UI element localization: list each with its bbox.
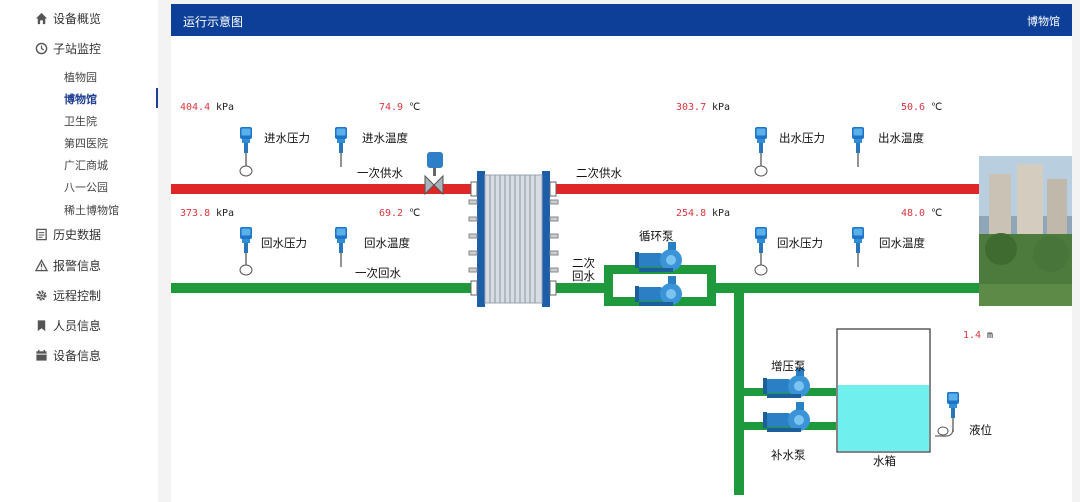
unit-label: kPa xyxy=(216,208,234,219)
page-title: 运行示意图 xyxy=(183,15,244,29)
plate-heat-exchanger xyxy=(468,171,559,307)
return-temperature-value: 69.2 xyxy=(379,208,403,219)
clock-icon xyxy=(34,41,48,55)
level-label: 液位 xyxy=(969,423,992,437)
substation-item[interactable]: 第四医院 xyxy=(64,137,108,150)
nav-label: 设备信息 xyxy=(53,348,102,363)
primary-supply-pipe xyxy=(171,184,471,194)
nav-item-history[interactable]: 历史数据 xyxy=(34,224,101,244)
calendar-icon xyxy=(34,348,48,362)
gear-icon xyxy=(34,288,48,302)
return-temperature-sensor-icon xyxy=(335,227,347,267)
secondary-supply-pipe xyxy=(554,184,979,194)
return-pressure-label: 回水压力 xyxy=(261,236,307,250)
outlet-pressure-value: 303.7 xyxy=(676,102,706,113)
primary-supply-label: 一次供水 xyxy=(357,166,403,180)
secondary-return-pressure-label: 回水压力 xyxy=(777,236,823,250)
unit-label: ℃ xyxy=(931,102,942,113)
home-icon xyxy=(34,11,48,25)
unit-label: ℃ xyxy=(409,102,420,113)
nav-item-remote-control[interactable]: 远程控制 xyxy=(34,285,101,305)
return-temperature-label: 回水温度 xyxy=(364,236,410,250)
secondary-return-pipe-right xyxy=(716,283,979,293)
secondary-return-temperature-sensor-icon xyxy=(852,227,864,267)
nav-label: 设备概览 xyxy=(53,11,102,26)
secondary-return-label-line1: 二次 xyxy=(572,256,595,270)
outlet-temperature-label: 出水温度 xyxy=(878,131,924,145)
unit-label: m xyxy=(987,330,993,341)
building-photo xyxy=(979,156,1072,306)
secondary-return-label-line2: 回水 xyxy=(572,269,595,283)
nav-item-overview[interactable]: 设备概览 xyxy=(34,8,101,28)
header-bar: 运行示意图 博物馆 xyxy=(171,4,1072,36)
substation-item[interactable]: 卫生院 xyxy=(64,115,97,128)
unit-label: ℃ xyxy=(409,208,420,219)
warning-icon xyxy=(34,258,48,272)
pump-loop-bottom xyxy=(604,297,716,306)
outlet-temperature-value: 50.6 xyxy=(901,102,925,113)
makeup-pump-label: 补水泵 xyxy=(771,448,806,462)
supply-temperature-value: 74.9 xyxy=(379,102,403,113)
nav-item-alarm[interactable]: 报警信息 xyxy=(34,255,101,275)
substation-item[interactable]: 稀土博物馆 xyxy=(64,204,119,217)
unit-label: ℃ xyxy=(931,208,942,219)
gauge-icon xyxy=(239,264,253,276)
active-indicator xyxy=(156,88,158,108)
supply-pressure-sensor-icon xyxy=(240,127,252,167)
secondary-return-pressure-sensor-icon xyxy=(755,227,767,267)
nav-item-personnel[interactable]: 人员信息 xyxy=(34,315,101,335)
primary-return-pipe xyxy=(171,283,471,293)
unit-label: kPa xyxy=(712,102,730,113)
outlet-temperature-sensor-icon xyxy=(852,127,864,167)
gauge-icon xyxy=(239,165,253,177)
current-site: 博物馆 xyxy=(1027,15,1060,28)
pump-loop-left xyxy=(604,265,613,306)
control-valve-icon xyxy=(424,152,444,196)
supply-pressure-label: 进水压力 xyxy=(264,131,310,145)
gauge-icon xyxy=(754,264,768,276)
level-value: 1.4 xyxy=(963,330,981,341)
nav-item-equipment[interactable]: 设备信息 xyxy=(34,345,101,365)
secondary-return-temperature-label: 回水温度 xyxy=(879,236,925,250)
secondary-supply-label: 二次供水 xyxy=(576,166,622,180)
booster-pump-label: 增压泵 xyxy=(771,359,806,373)
unit-label: kPa xyxy=(712,208,730,219)
nav-label: 报警信息 xyxy=(53,258,102,273)
supply-temperature-sensor-icon xyxy=(335,127,347,167)
secondary-return-pressure-value: 254.8 xyxy=(676,208,706,219)
substation-item-active[interactable]: 博物馆 xyxy=(64,93,97,106)
unit-label: kPa xyxy=(216,102,234,113)
outlet-pressure-label: 出水压力 xyxy=(779,131,825,145)
substation-item[interactable]: 八一公园 xyxy=(64,181,108,194)
bookmark-icon xyxy=(34,318,48,332)
level-sensor-icon xyxy=(947,392,959,432)
return-pressure-sensor-icon xyxy=(240,227,252,267)
main-panel: 运行示意图 博物馆 xyxy=(171,4,1072,502)
substation-item[interactable]: 广汇商城 xyxy=(64,159,108,172)
nav-label: 人员信息 xyxy=(53,318,102,333)
primary-return-label: 一次回水 xyxy=(355,266,401,280)
process-diagram: 404.4 kPa 74.9 ℃ 303.7 kPa 50.6 ℃ 373.8 … xyxy=(171,102,1072,495)
secondary-return-temperature-value: 48.0 xyxy=(901,208,925,219)
nav-label: 远程控制 xyxy=(53,288,102,303)
tank-label: 水箱 xyxy=(873,454,896,468)
pump-loop-right xyxy=(707,265,716,306)
water-tank xyxy=(836,328,931,453)
secondary-return-pipe xyxy=(554,283,604,293)
nav-label: 子站监控 xyxy=(53,41,102,56)
gauge-icon xyxy=(754,165,768,177)
substation-item[interactable]: 植物园 xyxy=(64,71,97,84)
return-pressure-value: 373.8 xyxy=(180,208,210,219)
supply-temperature-label: 进水温度 xyxy=(362,131,408,145)
nav-label: 历史数据 xyxy=(53,227,102,242)
document-icon xyxy=(34,227,48,241)
nav-item-substation-monitor[interactable]: 子站监控 xyxy=(34,38,101,58)
supply-pressure-value: 404.4 xyxy=(180,102,210,113)
outlet-pressure-sensor-icon xyxy=(755,127,767,167)
circulation-pump-label: 循环泵 xyxy=(639,229,674,243)
sidebar: 设备概览 子站监控 植物园 博物馆 卫生院 第四医院 广汇商城 八一公园 稀土博… xyxy=(0,0,158,502)
